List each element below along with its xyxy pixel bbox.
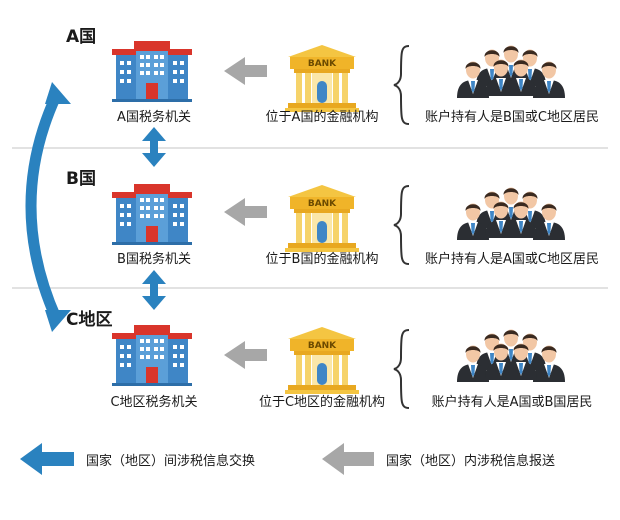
institution-label-b: 位于B国的金融机构 <box>265 252 379 267</box>
region-title-c: C地区 <box>66 310 113 330</box>
report-arrow-a <box>224 57 267 85</box>
bank-sign-b: BANK <box>308 199 337 209</box>
bank-sign-c: BANK <box>308 341 337 351</box>
bank-icon-c <box>285 327 359 394</box>
exchange-arrow-a-b <box>142 127 166 167</box>
people-icon-a <box>457 46 565 99</box>
holders-label-a: 账户持有人是B国或C地区居民 <box>425 110 599 125</box>
bank-sign-a: BANK <box>308 59 337 69</box>
people-icon-b <box>457 188 565 241</box>
tax-building-icon-b <box>112 184 192 245</box>
tax-building-icon-c <box>112 325 192 386</box>
institution-label-c: 位于C地区的金融机构 <box>258 395 386 410</box>
brace-icon-b <box>393 185 410 265</box>
people-icon-c <box>457 330 565 383</box>
report-arrow-b <box>224 198 267 226</box>
legend-exchange-label: 国家（地区）间涉税信息交换 <box>86 454 256 469</box>
exchange-curved-arrow <box>25 82 71 332</box>
legend-reporting-arrow-icon <box>322 443 374 475</box>
tax-authority-label-b: B国税务机关 <box>117 252 191 267</box>
bank-icon-a <box>285 45 359 112</box>
bank-icon-b <box>285 185 359 252</box>
brace-icon-c <box>393 329 410 409</box>
holders-label-b: 账户持有人是A国或C地区居民 <box>425 252 599 267</box>
tax-building-icon-a <box>112 41 192 102</box>
tax-authority-label-c: C地区税务机关 <box>110 395 198 410</box>
region-title-a: A国 <box>66 27 97 47</box>
exchange-arrow-b-c <box>142 270 166 310</box>
legend-reporting-label: 国家（地区）内涉税信息报送 <box>386 454 556 469</box>
brace-icon-a <box>393 45 410 125</box>
report-arrow-c <box>224 341 267 369</box>
legend-exchange-arrow-icon <box>20 443 74 475</box>
institution-label-a: 位于A国的金融机构 <box>265 110 379 125</box>
holders-label-c: 账户持有人是A国或B国居民 <box>431 395 593 410</box>
region-title-b: B国 <box>66 169 96 189</box>
tax-authority-label-a: A国税务机关 <box>117 110 191 125</box>
